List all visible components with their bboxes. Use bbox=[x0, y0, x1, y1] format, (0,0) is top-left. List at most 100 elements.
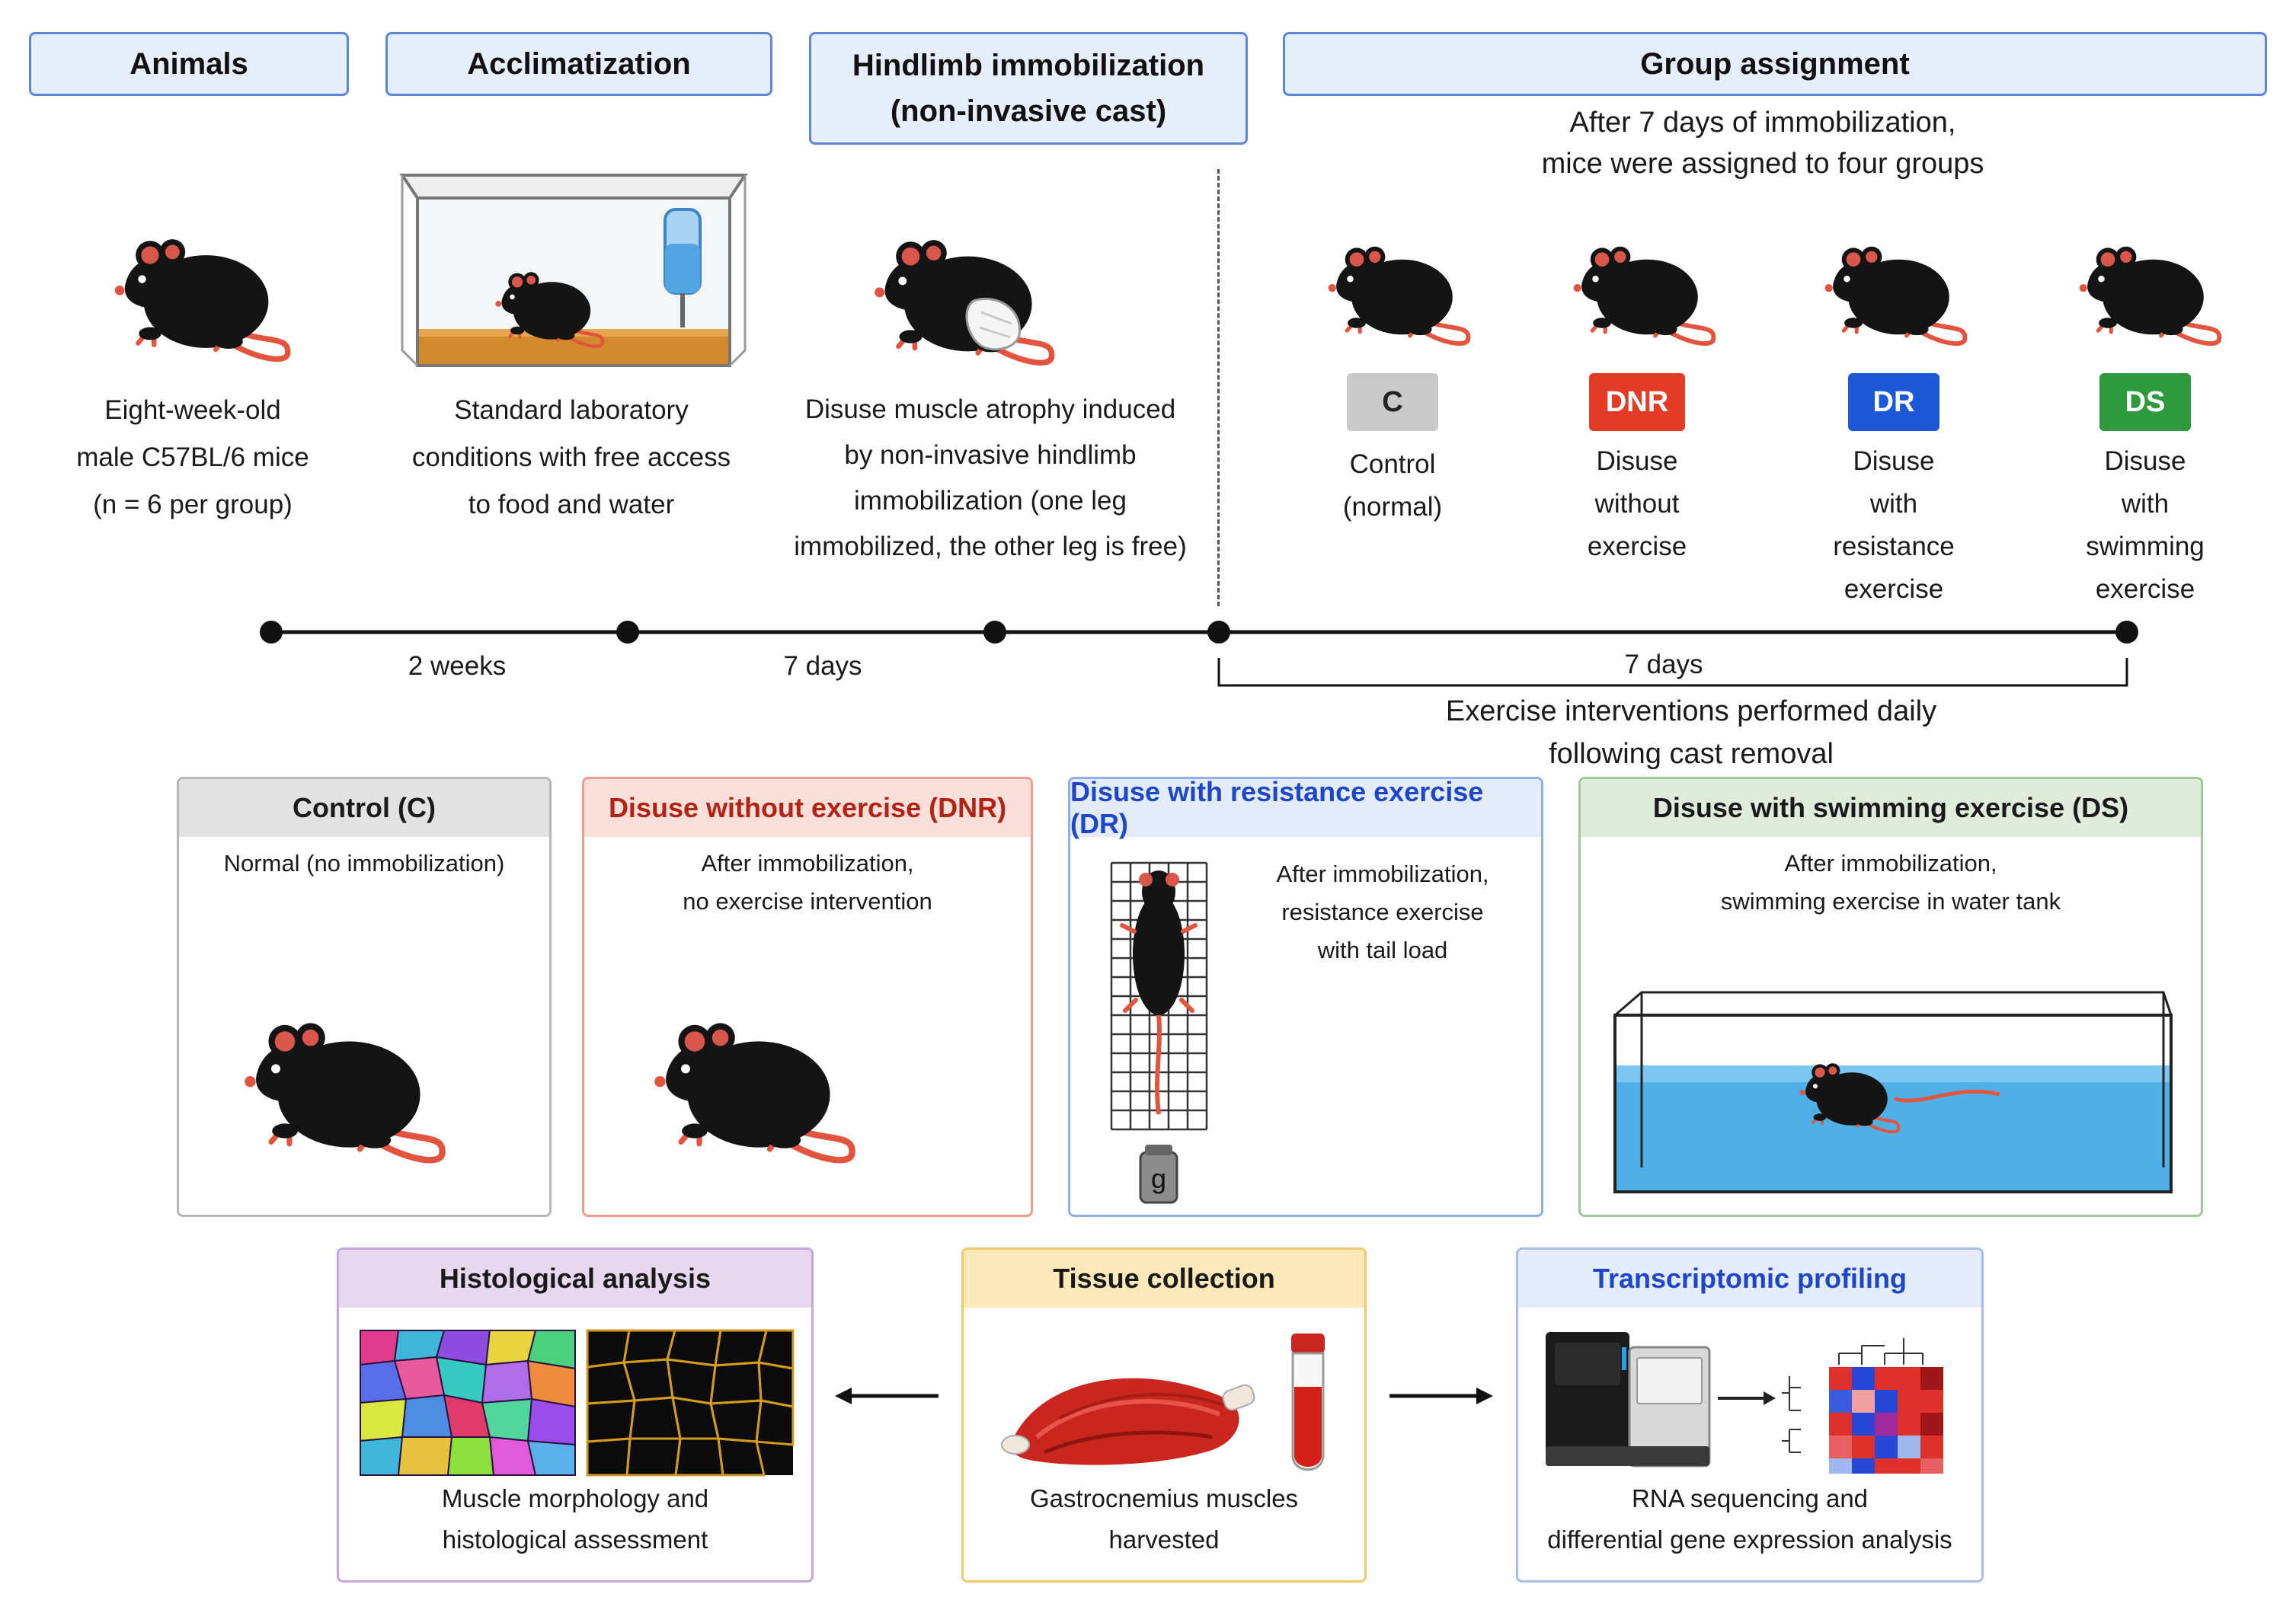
interval-label-2: 7 days bbox=[783, 651, 862, 681]
immobilization-title-line-1: Hindlimb immobilization bbox=[852, 49, 1205, 82]
group-dnr-description: Disuse without exercise bbox=[1538, 440, 1736, 568]
tissue-panel-desc: Gastrocnemius muscles harvested bbox=[964, 1478, 1364, 1560]
group-dr-badge: DR bbox=[1848, 373, 1939, 431]
animals-desc-line-3: (n = 6 per group) bbox=[93, 490, 293, 519]
control-panel: Control (C) Normal (no immobilization) bbox=[177, 777, 552, 1217]
dr-panel-header: Disuse with resistance exercise (DR) bbox=[1070, 779, 1541, 839]
ds-panel-title: Disuse with swimming exercise (DS) bbox=[1652, 792, 2129, 823]
histology-panel-header: Histological analysis bbox=[339, 1250, 811, 1308]
group-dnr-desc-line-3: exercise bbox=[1587, 532, 1687, 561]
acclimatization-desc-line-2: conditions with free access bbox=[411, 442, 731, 472]
sequencer-icon bbox=[1546, 1332, 1711, 1468]
group-dr-desc-line-2: with bbox=[1869, 489, 1918, 519]
fluorescent-section-image bbox=[586, 1329, 795, 1477]
group-assignment-title: Group assignment bbox=[1640, 47, 1910, 81]
dr-desc-line-2: resistance exercise bbox=[1281, 899, 1484, 925]
immobilization-desc-line-3: immobilization (one leg bbox=[854, 486, 1127, 516]
group-dr-desc-line-3: resistance bbox=[1833, 532, 1955, 561]
arrow-to-transcriptomic-icon bbox=[1389, 1388, 1493, 1404]
histology-panel-title: Histological analysis bbox=[439, 1263, 712, 1294]
group-assignment-header: Group assignment bbox=[1283, 32, 2267, 96]
dnr-panel-desc: After immobilization, no exercise interv… bbox=[584, 845, 1031, 921]
dr-panel-desc: After immobilization, resistance exercis… bbox=[1238, 855, 1527, 969]
group-ds-code: DS bbox=[2125, 385, 2166, 418]
group-ds-desc-line-1: Disuse bbox=[2104, 446, 2186, 476]
ds-desc-line-1: After immobilization, bbox=[1784, 850, 1997, 877]
exercise-bracket bbox=[1217, 658, 2128, 687]
group-c-description: Control (normal) bbox=[1293, 443, 1492, 529]
timeline-point-assignment bbox=[1207, 621, 1230, 644]
transcriptomic-panel-desc: RNA sequencing and differential gene exp… bbox=[1518, 1478, 1981, 1560]
ds-panel: Disuse with swimming exercise (DS) After… bbox=[1578, 777, 2203, 1217]
arrow-to-histology-icon bbox=[835, 1388, 939, 1404]
tissue-desc-line-1: Gastrocnemius muscles bbox=[1029, 1484, 1299, 1512]
dnr-desc-line-1: After immobilization, bbox=[701, 850, 914, 877]
ds-tail-icon bbox=[1894, 1089, 2000, 1103]
tail-weight-label: g bbox=[1150, 1163, 1167, 1194]
acclimatization-header: Acclimatization bbox=[385, 32, 772, 96]
timeline-point-end bbox=[2115, 621, 2138, 644]
group-dr-code: DR bbox=[1872, 385, 1915, 418]
acclimatization-desc-line-3: to food and water bbox=[468, 490, 675, 519]
group-ds-description: Disuse with swimming exercise bbox=[2046, 440, 2244, 611]
transcriptomic-desc-line-1: RNA sequencing and bbox=[1631, 1484, 1869, 1512]
interval-label-1: 2 weeks bbox=[408, 651, 507, 681]
group-assignment-subtitle-line-2: mice were assigned to four groups bbox=[1541, 148, 1984, 180]
animals-header: Animals bbox=[29, 32, 349, 96]
group-dr-description: Disuse with resistance exercise bbox=[1795, 440, 1993, 611]
group-ds-desc-line-2: with bbox=[2121, 489, 2170, 519]
group-ds-desc-line-4: exercise bbox=[2095, 574, 2195, 604]
group-dnr-badge: DNR bbox=[1589, 373, 1685, 431]
dr-desc-line-3: with tail load bbox=[1317, 937, 1448, 963]
ds-panel-desc: After immobilization, swimming exercise … bbox=[1581, 845, 2201, 921]
immobilization-header: Hindlimb immobilization (non-invasive ca… bbox=[809, 32, 1248, 145]
group-c-desc-line-1: Control bbox=[1349, 449, 1436, 479]
ds-panel-header: Disuse with swimming exercise (DS) bbox=[1581, 779, 2201, 837]
stained-section-image bbox=[360, 1330, 576, 1476]
control-mouse-icon bbox=[214, 985, 465, 1167]
histology-desc-line-2: histological assessment bbox=[442, 1525, 708, 1554]
group-dnr-code: DNR bbox=[1605, 385, 1669, 418]
immobilization-desc-line-2: by non-invasive hindlimb bbox=[844, 440, 1137, 470]
immobilization-desc-line-1: Disuse muscle atrophy induced bbox=[804, 394, 1176, 424]
control-panel-desc: Normal (no immobilization) bbox=[179, 845, 549, 883]
group-c-code: C bbox=[1382, 385, 1403, 418]
immobilization-description: Disuse muscle atrophy induced by non-inv… bbox=[777, 387, 1204, 570]
transcriptomic-panel-header: Transcriptomic profiling bbox=[1518, 1250, 1981, 1308]
heatmap-icon bbox=[1782, 1338, 1943, 1474]
timeline-point-start bbox=[260, 621, 283, 644]
control-panel-title: Control (C) bbox=[293, 792, 436, 823]
group-assignment-subtitle: After 7 days of immobilization, mice wer… bbox=[1359, 102, 2166, 184]
dnr-desc-line-2: no exercise intervention bbox=[683, 888, 932, 915]
group-dnr-desc-line-1: Disuse bbox=[1596, 446, 1678, 476]
group-dnr-desc-line-2: without bbox=[1594, 489, 1680, 519]
exercise-note-line-2: following cast removal bbox=[1549, 738, 1834, 770]
resistance-ladder-icon bbox=[1110, 861, 1208, 1131]
group-dr-desc-line-4: exercise bbox=[1844, 574, 1944, 604]
animals-title: Animals bbox=[130, 47, 248, 81]
dnr-panel: Disuse without exercise (DNR) After immo… bbox=[582, 777, 1033, 1217]
timeline-point-immobilization-end bbox=[983, 621, 1006, 644]
control-desc-line-1: Normal (no immobilization) bbox=[223, 850, 505, 877]
acclimatization-title: Acclimatization bbox=[467, 47, 691, 81]
dnr-panel-title: Disuse without exercise (DNR) bbox=[608, 792, 1007, 823]
group-assignment-subtitle-line-1: After 7 days of immobilization, bbox=[1569, 107, 1956, 139]
timeline bbox=[260, 621, 2138, 687]
immobilization-title-line-2: (non-invasive cast) bbox=[890, 94, 1167, 128]
tissue-panel-header: Tissue collection bbox=[964, 1250, 1364, 1308]
exercise-note-line-1: Exercise interventions performed daily bbox=[1445, 695, 1937, 727]
dr-desc-line-1: After immobilization, bbox=[1276, 861, 1489, 887]
arrow-right-icon bbox=[1718, 1391, 1776, 1405]
dnr-panel-header: Disuse without exercise (DNR) bbox=[584, 779, 1031, 837]
animals-desc-line-1: Eight-week-old bbox=[104, 395, 281, 425]
dnr-mouse-icon bbox=[624, 985, 875, 1167]
tissue-panel-title: Tissue collection bbox=[1053, 1263, 1275, 1294]
immobilization-desc-line-4: immobilized, the other leg is free) bbox=[794, 532, 1187, 561]
exercise-note: Exercise interventions performed daily f… bbox=[1325, 690, 2057, 775]
group-ds-badge: DS bbox=[2099, 373, 2191, 431]
group-dr-desc-line-1: Disuse bbox=[1853, 446, 1935, 476]
group-c-desc-line-2: (normal) bbox=[1342, 492, 1443, 522]
tail-weight-icon bbox=[1139, 1145, 1178, 1204]
histology-desc-line-1: Muscle morphology and bbox=[441, 1484, 709, 1512]
acclimatization-desc-line-1: Standard laboratory bbox=[454, 395, 689, 425]
